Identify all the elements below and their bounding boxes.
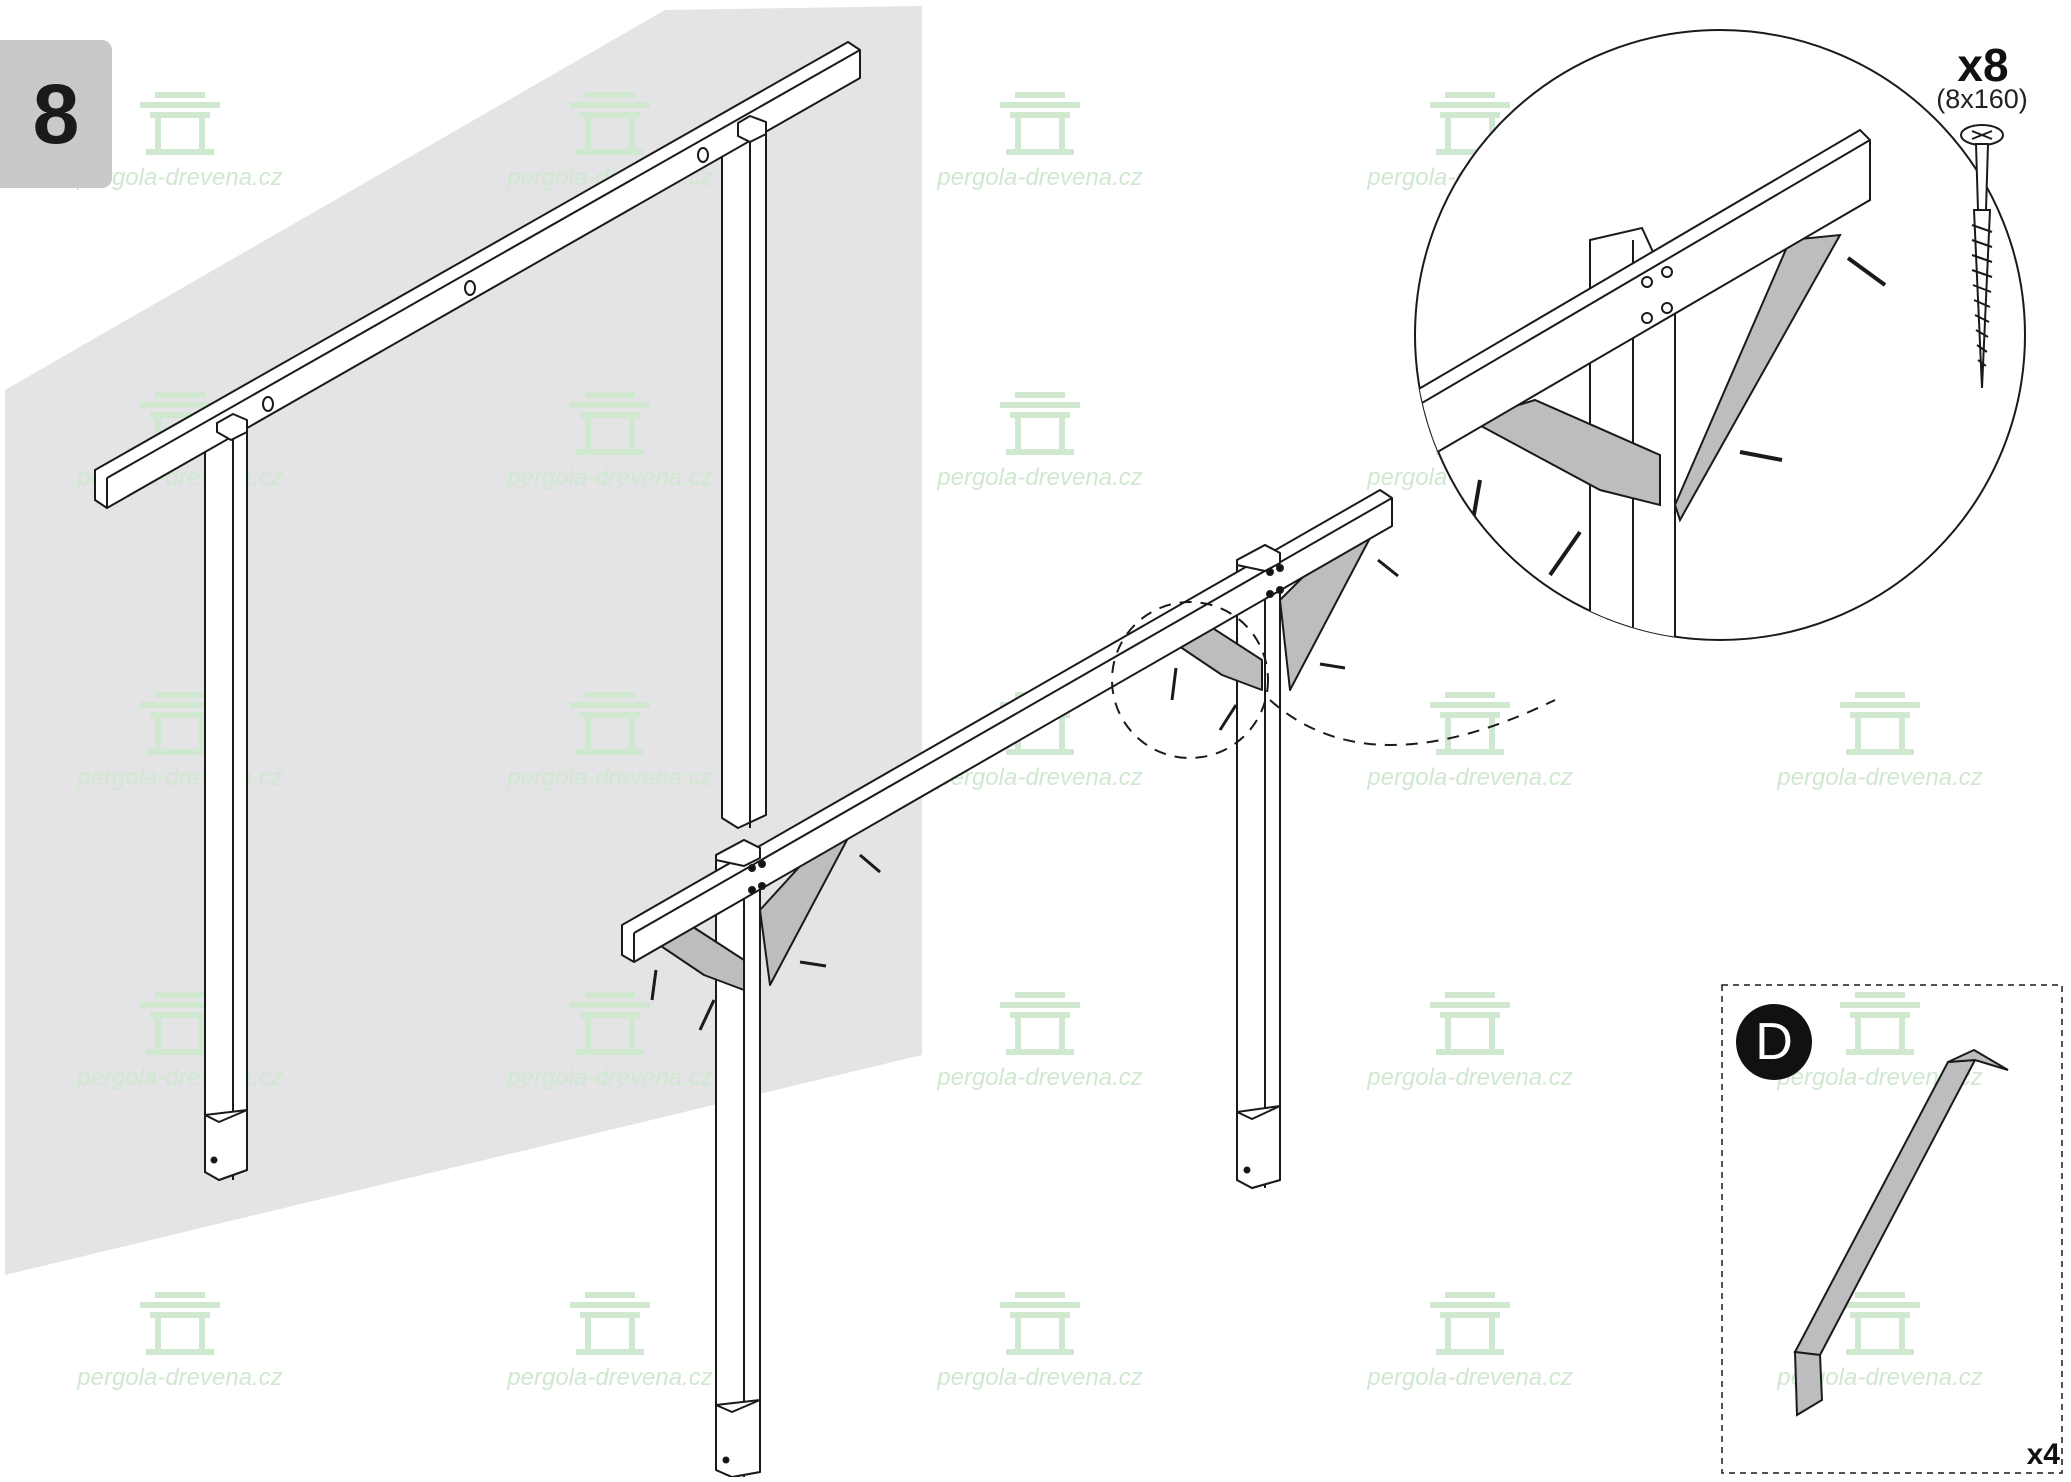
watermark-tile: pergola-drevena.cz <box>506 692 713 791</box>
screws-main <box>650 558 1399 1031</box>
watermark-tile: pergola-drevena.cz <box>1366 992 1573 1091</box>
pergola-logo-icon <box>140 992 220 1055</box>
watermark-text: pergola-drevena.cz <box>76 1364 282 1391</box>
pergola-logo-icon <box>140 692 220 755</box>
watermark-tile: pergola-drevena.cz <box>936 992 1143 1091</box>
pergola-logo-icon <box>1000 992 1080 1055</box>
pergola-logo-icon <box>1430 692 1510 755</box>
part-quantity: x4 <box>2026 1438 2060 1471</box>
pergola-logo-icon <box>1840 692 1920 755</box>
watermark-text: pergola-drevena.cz <box>506 764 712 791</box>
watermark-text: pergola-drevena.cz <box>936 1364 1142 1391</box>
watermark-tile: pergola-drevena.cz <box>936 392 1143 491</box>
pergola-logo-icon <box>140 92 220 155</box>
watermarks: pergola-drevena.cz pergola-drevena.cz perg… <box>76 92 1983 1391</box>
watermark-tile: pergola-drevena.cz <box>1776 692 1983 791</box>
watermark-text: pergola-drevena.cz <box>1366 1064 1572 1091</box>
pergola-logo-icon <box>1430 992 1510 1055</box>
pergola-logo-icon <box>1840 992 1920 1055</box>
step-number-badge: 8 <box>0 40 112 188</box>
watermark-tile: pergola-drevena.cz <box>506 1292 713 1391</box>
rear-post-right <box>721 109 767 829</box>
pergola-logo-icon <box>570 992 650 1055</box>
detail-zoom-circle <box>1414 29 2026 641</box>
watermark-text: pergola-drevena.cz <box>936 464 1142 491</box>
front-post-left <box>715 839 761 1478</box>
rear-top-beam <box>94 41 861 509</box>
watermark-tile: pergola-drevena.cz <box>506 992 713 1091</box>
watermark-text: pergola-drevena.cz <box>76 764 282 791</box>
pergola-logo-icon <box>570 692 650 755</box>
pergola-logo-icon <box>140 1292 220 1355</box>
watermark-tile: pergola-drevena.cz <box>936 92 1143 191</box>
watermark-text: pergola-drevena.cz <box>76 1064 282 1091</box>
watermark-text: pergola-drevena.cz <box>506 1064 712 1091</box>
step-number: 8 <box>32 66 80 161</box>
pergola-logo-icon <box>570 1292 650 1355</box>
detail-leader-line <box>1269 699 1556 746</box>
screw-quantity: x8 <box>1957 39 2009 91</box>
watermark-text: pergola-drevena.cz <box>506 464 712 491</box>
pergola-logo-icon <box>1000 1292 1080 1355</box>
part-letter-badge: D <box>1736 1004 1812 1080</box>
watermark-tile: pergola-drevena.cz <box>1366 692 1573 791</box>
screw-dimensions: (8x160) <box>1936 84 2028 114</box>
pergola-logo-icon <box>1000 92 1080 155</box>
pergola-logo-icon <box>1840 1292 1920 1355</box>
detail-zoom-content <box>1415 128 1887 640</box>
part-panel <box>1721 984 2063 1474</box>
watermark-text: pergola-drevena.cz <box>1366 764 1572 791</box>
detail-marker-ellipse <box>1111 601 1269 759</box>
pergola-logo-icon <box>570 92 650 155</box>
watermark-tile: pergola-drevena.cz <box>76 692 283 791</box>
watermark-text: pergola-drevena.cz <box>936 164 1142 191</box>
pergola-logo-icon <box>1000 392 1080 455</box>
watermark-tile: pergola-drevena.cz <box>936 1292 1143 1391</box>
rear-post-left <box>204 409 248 1181</box>
pergola-logo-icon <box>1430 1292 1510 1355</box>
watermark-tile: pergola-drevena.cz <box>1366 1292 1573 1391</box>
pergola-logo-icon <box>570 392 650 455</box>
watermark-tile: pergola-drevena.cz <box>76 992 283 1091</box>
screw-icon <box>1960 124 2004 389</box>
brace-beam-icon <box>1793 1048 2009 1417</box>
watermark-tile: pergola-drevena.cz <box>76 1292 283 1391</box>
watermark-text: pergola-drevena.cz <box>936 1064 1142 1091</box>
watermark-text: pergola-drevena.cz <box>1776 764 1982 791</box>
watermark-text: pergola-drevena.cz <box>1366 1364 1572 1391</box>
part-letter: D <box>1755 1013 1793 1071</box>
watermark-tile: pergola-drevena.cz <box>506 392 713 491</box>
front-post-right <box>1236 544 1281 1189</box>
watermark-text: pergola-drevena.cz <box>506 1364 712 1391</box>
